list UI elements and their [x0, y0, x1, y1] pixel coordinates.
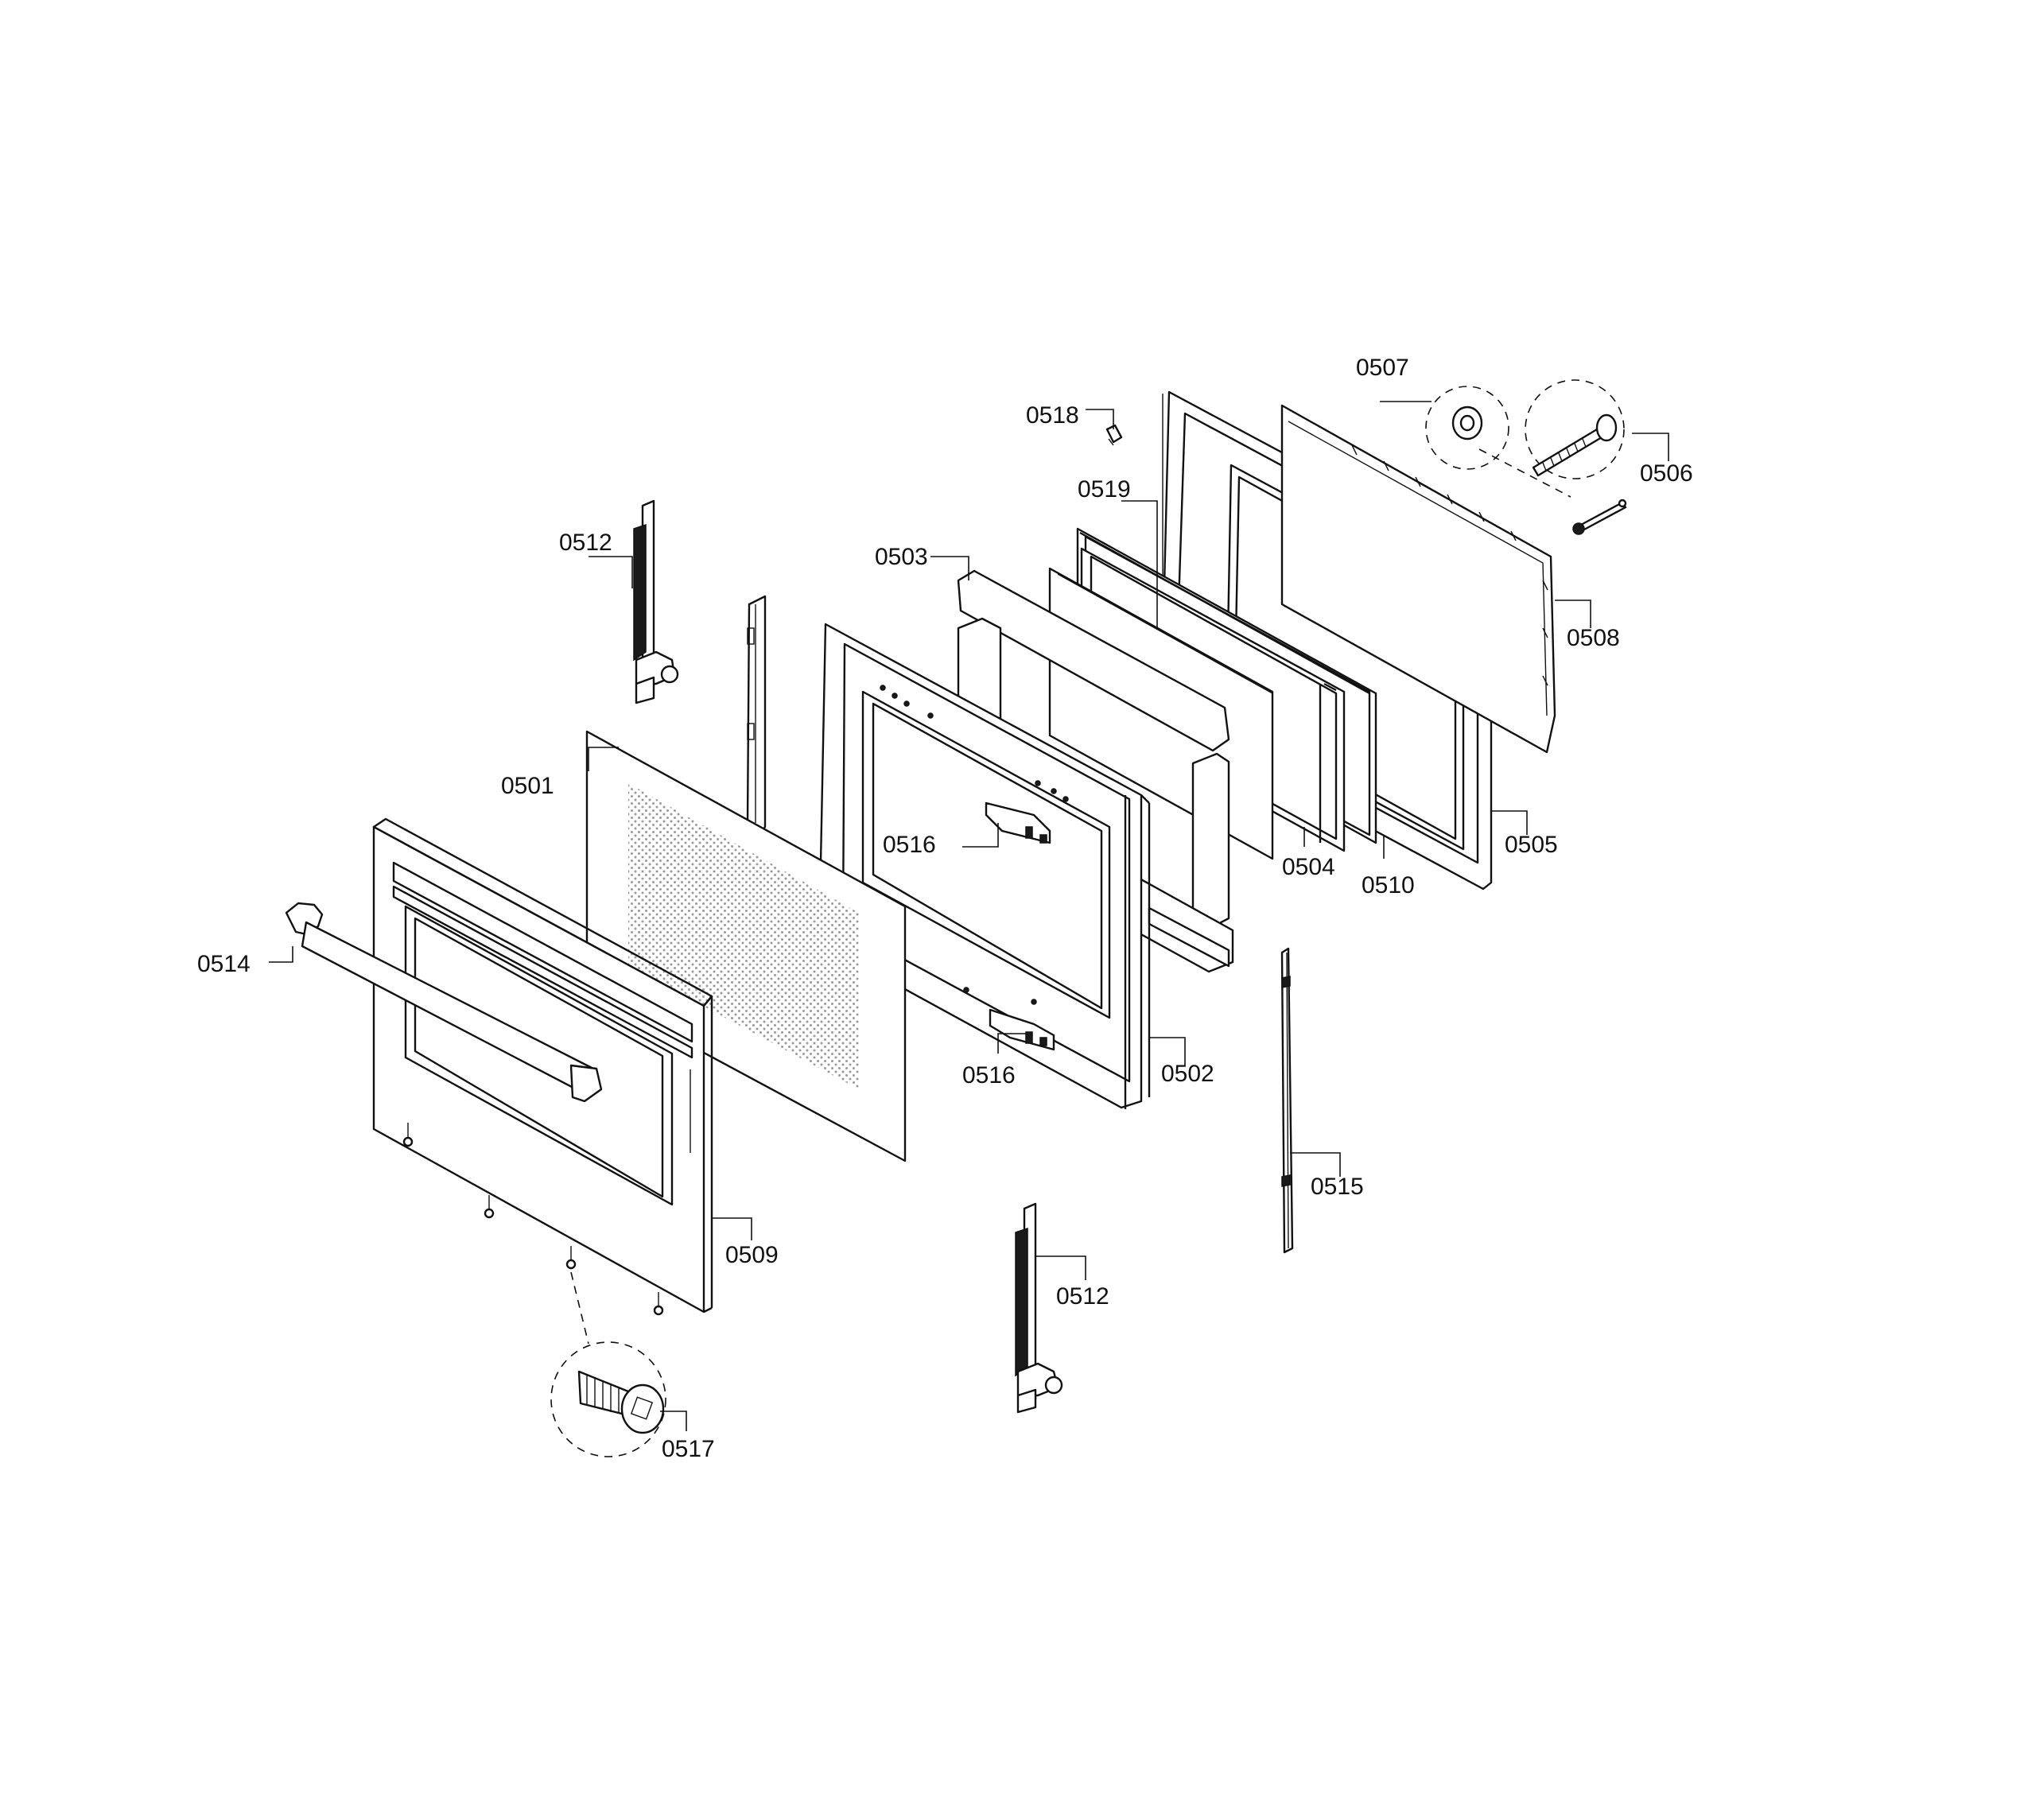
side-trim-strip	[746, 595, 767, 832]
label-0504: 0504	[1282, 854, 1335, 880]
label-0502: 0502	[1161, 1061, 1214, 1087]
clip-0518	[1105, 424, 1123, 446]
label-0508: 0508	[1567, 625, 1620, 651]
label-0512-lower: 0512	[1056, 1283, 1109, 1310]
label-0505: 0505	[1505, 832, 1558, 858]
label-0509: 0509	[725, 1242, 779, 1268]
rear-insulation-panel-0508	[1280, 404, 1556, 754]
side-strip-0515	[1280, 947, 1294, 1254]
door-bottom-screws	[402, 1123, 664, 1316]
label-0517: 0517	[662, 1436, 715, 1462]
door-handle-0514	[285, 902, 603, 1103]
rear-panel-tabs	[1351, 444, 1548, 686]
leader-lines	[269, 401, 1669, 1431]
part-labels: 0518 0507 0506 0508 0519 0503 0512 0501 …	[197, 355, 1693, 1462]
hinge-receiver-0516-lower	[989, 1008, 1055, 1051]
label-0519: 0519	[1078, 476, 1131, 503]
label-0518: 0518	[1026, 402, 1079, 429]
outer-glass-0501	[585, 730, 907, 1162]
label-0512-upper: 0512	[559, 530, 612, 556]
hinge-0512-upper	[633, 499, 679, 704]
label-0515: 0515	[1311, 1174, 1364, 1200]
washer-detail-0507	[1425, 386, 1571, 498]
hinge-receiver-0516-upper	[985, 801, 1051, 844]
frame-holes	[880, 685, 1069, 1005]
label-0501: 0501	[501, 773, 554, 799]
label-0506: 0506	[1640, 460, 1693, 487]
label-0503: 0503	[875, 544, 928, 570]
bolt-detail-0506	[1525, 379, 1627, 535]
label-0514: 0514	[197, 951, 251, 977]
screw-detail-0517	[550, 1271, 666, 1457]
hinge-0512-lower	[1015, 1202, 1063, 1414]
label-0510: 0510	[1362, 872, 1415, 898]
label-0516-lower: 0516	[962, 1062, 1016, 1089]
label-0507: 0507	[1356, 355, 1409, 381]
label-0516-upper: 0516	[883, 832, 936, 858]
